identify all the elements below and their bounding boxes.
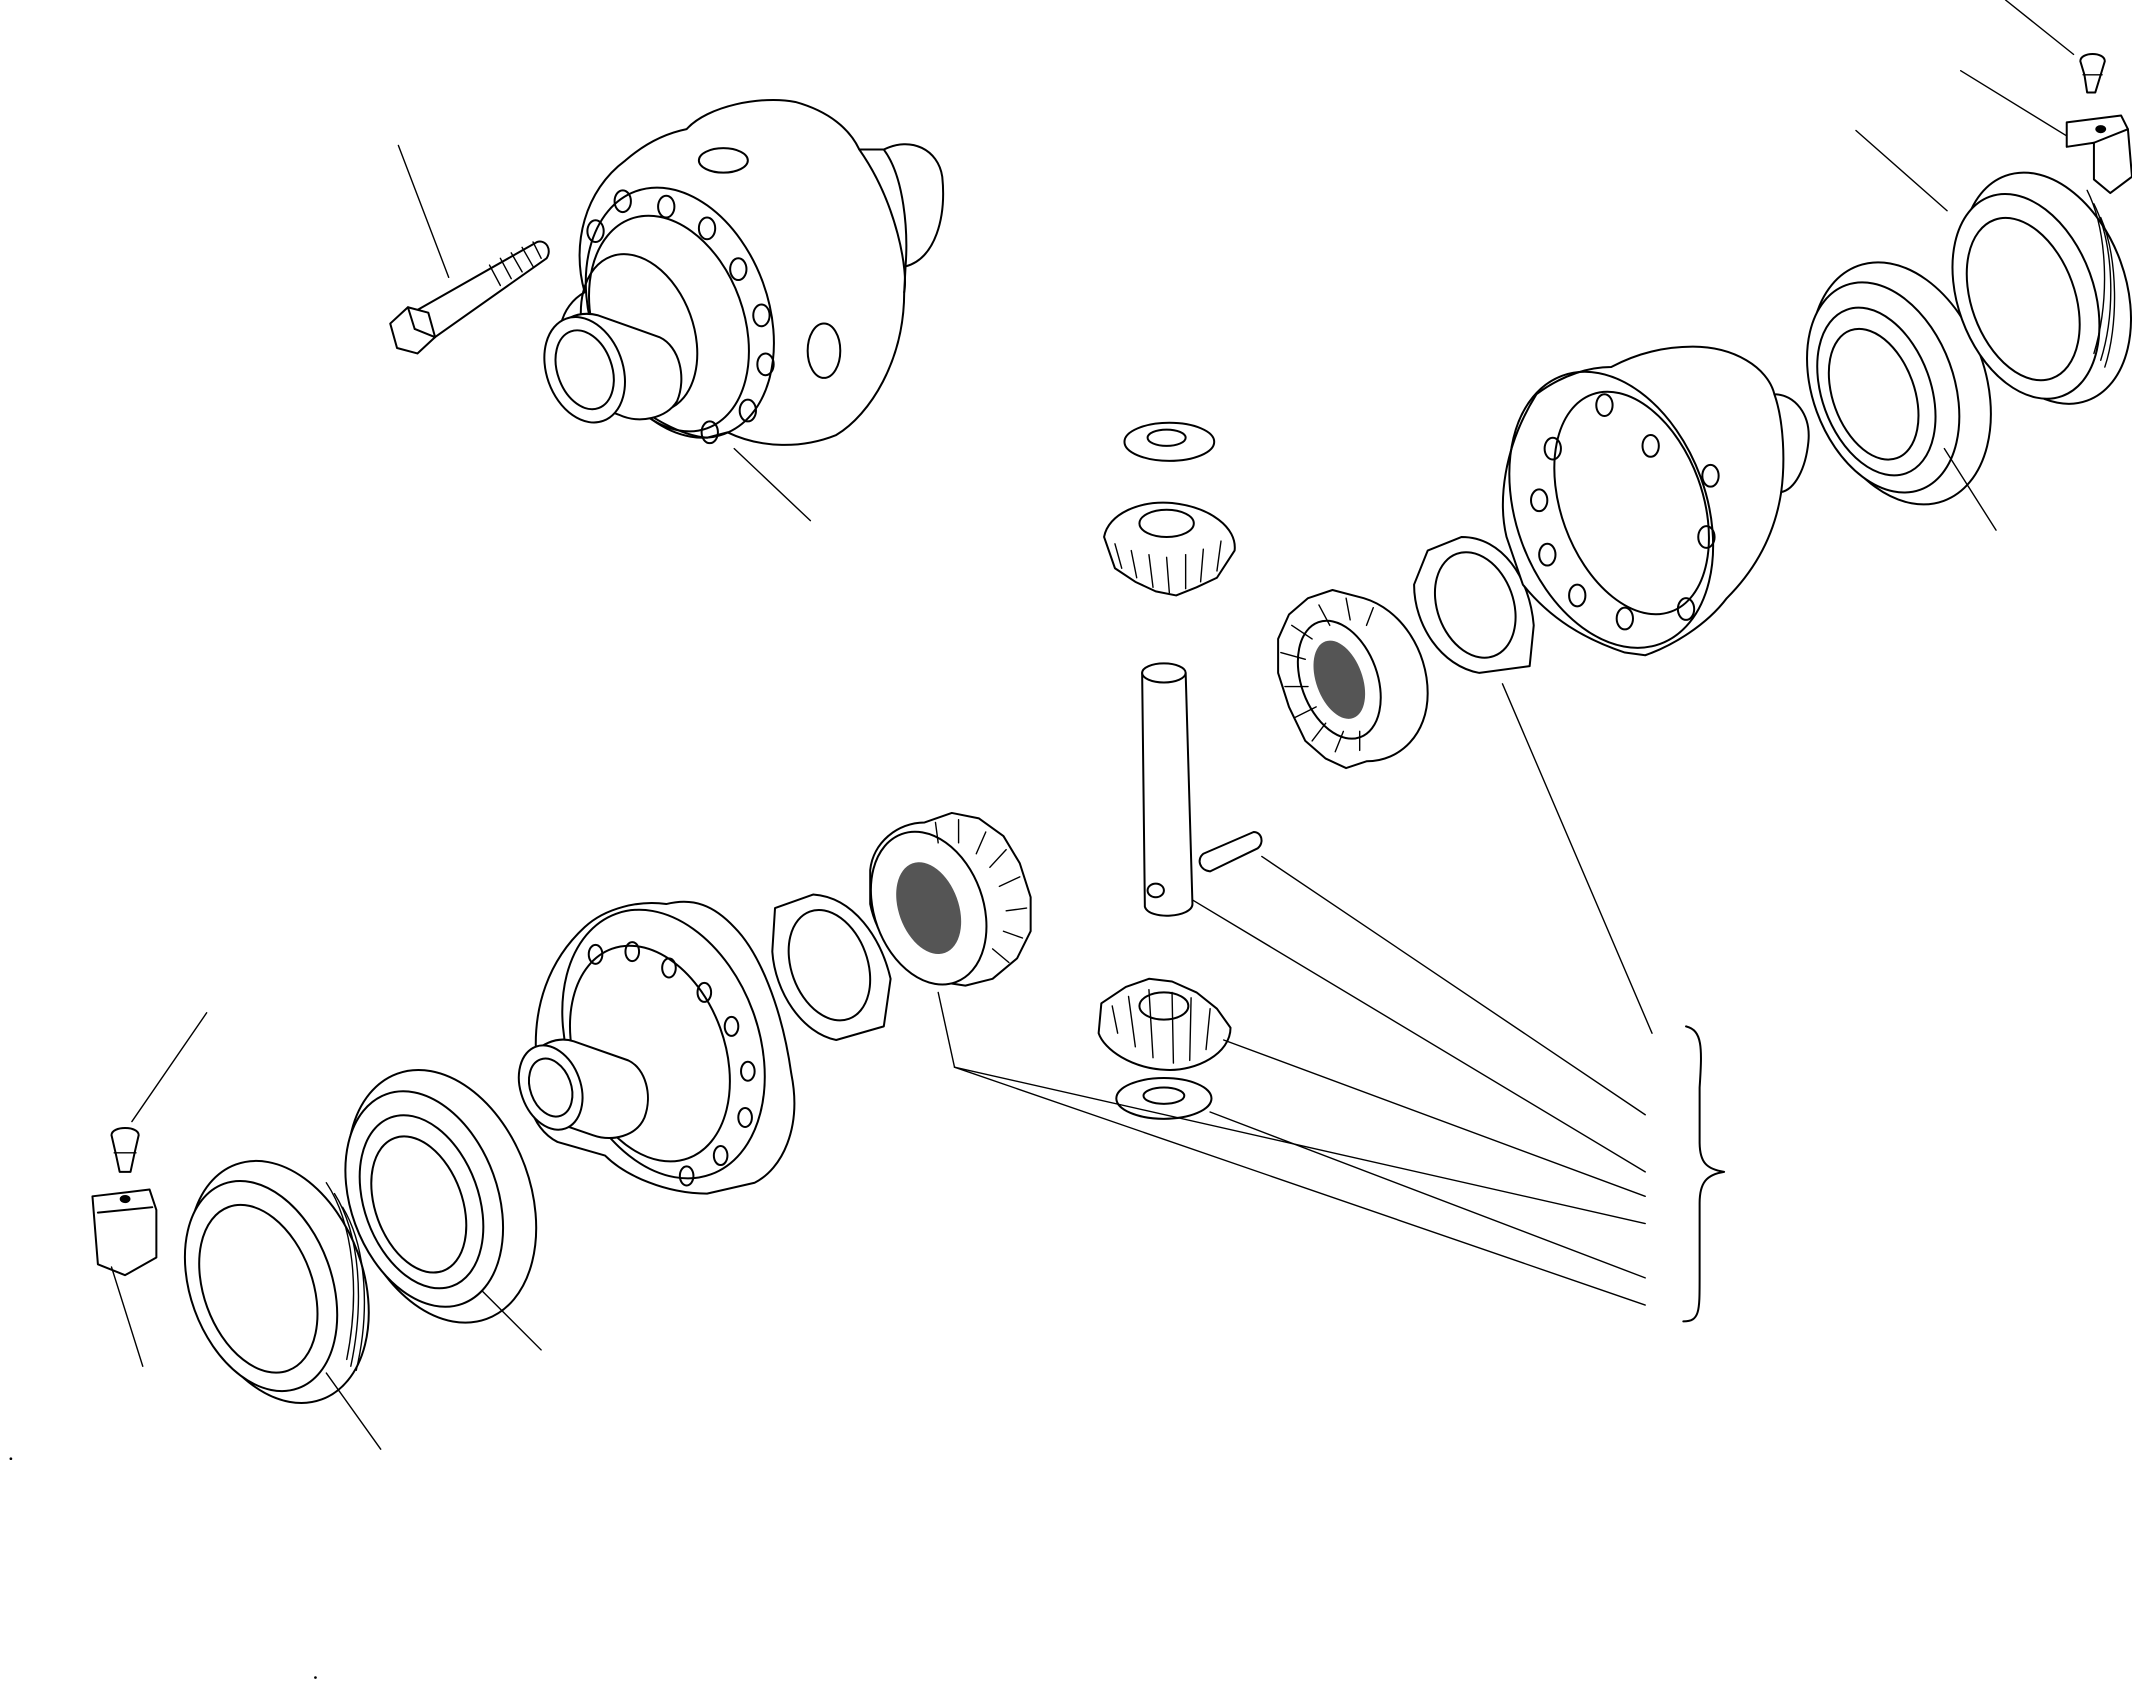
left-lock-bolt bbox=[111, 1013, 206, 1172]
left-adjusting-nut bbox=[157, 1136, 401, 1450]
cross-shaft bbox=[1142, 663, 1192, 915]
left-bearing bbox=[314, 1043, 569, 1349]
right-case-half bbox=[1473, 343, 1809, 676]
kit-brace bbox=[1683, 1026, 1724, 1321]
thrust-washer-top bbox=[1124, 423, 1214, 461]
right-lock-plate bbox=[1961, 71, 2132, 193]
side-gear-left bbox=[851, 813, 1646, 1224]
left-lock-plate bbox=[92, 1190, 156, 1367]
case-bolt bbox=[390, 145, 549, 353]
thrust-washer-right bbox=[1414, 537, 1652, 1033]
right-lock-bolt bbox=[2006, 0, 2105, 92]
thrust-washer-left bbox=[772, 895, 890, 1040]
left-case-half bbox=[508, 881, 801, 1207]
thrust-washer-bottom bbox=[1116, 1078, 1211, 1119]
pinion-gear-top bbox=[1104, 503, 1235, 596]
pinion-gear-bottom bbox=[1099, 979, 1231, 1070]
roll-pin bbox=[1200, 832, 1262, 871]
leader-lines bbox=[955, 856, 1646, 1305]
right-bearing bbox=[1779, 237, 2023, 530]
right-adjusting-nut bbox=[1856, 131, 2132, 428]
side-gear-right bbox=[1278, 590, 1428, 768]
upper-differential-case-assembly bbox=[530, 100, 943, 521]
